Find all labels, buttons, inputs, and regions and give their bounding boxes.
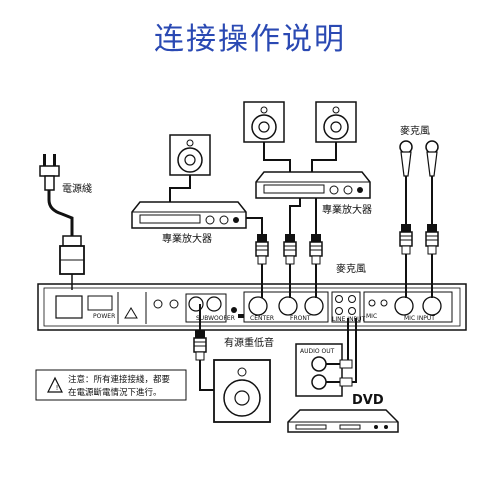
line-in-jack[interactable] — [348, 307, 356, 315]
power-socket[interactable] — [55, 295, 83, 319]
knob[interactable] — [169, 299, 179, 309]
speaker-top-right — [315, 101, 357, 143]
warning-line2: 在電源斷電情況下進行。 — [68, 387, 162, 398]
dvd-label: DVD — [352, 393, 384, 408]
audio-out-label: AUDIO OUT — [300, 348, 335, 355]
mic1-input-jack[interactable] — [394, 296, 414, 316]
pro-amp-right-label: 專業放大器 — [322, 203, 372, 216]
xlr-plug-front-left — [309, 233, 323, 265]
pro-amp-left-label: 專業放大器 — [162, 232, 212, 245]
line-in-jack[interactable] — [335, 307, 343, 315]
warning-box: ! 注意：所有連接接綫，都要 在電源斷電情況下進行。 — [35, 369, 187, 401]
mic-label-mid: 麥克風 — [336, 262, 366, 275]
speaker-top-left — [243, 101, 285, 143]
audio-out-jack-r[interactable] — [311, 374, 327, 390]
xlr-plug-front-right — [283, 233, 297, 265]
active-subwoofer — [213, 359, 271, 423]
pro-amplifier-left — [131, 201, 247, 229]
microphone-2 — [425, 140, 439, 224]
sub-jack[interactable] — [206, 296, 222, 312]
xlr-plug-center — [255, 233, 269, 265]
center-label: CENTER — [250, 315, 274, 322]
mic-label-top: 麥克風 — [400, 124, 430, 137]
microphone-1 — [399, 140, 413, 224]
mic-label: MIC — [366, 313, 377, 320]
mic2-xlr-plug — [425, 223, 439, 255]
svg-text:!: ! — [56, 384, 59, 392]
speaker-left — [169, 134, 211, 176]
power-cord — [39, 154, 85, 290]
warning-icon — [47, 376, 63, 393]
subwoofer-xlr-plug — [193, 329, 207, 361]
audio-out-jack-l[interactable] — [311, 356, 327, 372]
mic1-xlr-plug — [399, 223, 413, 255]
page-title: 连接操作说明 — [154, 22, 346, 57]
subwoofer-out-label: SUBWOOFER — [196, 315, 235, 322]
line-in-jack[interactable] — [348, 295, 356, 303]
front-left-out-jack[interactable] — [304, 296, 324, 316]
audio-out-panel: AUDIO OUT — [295, 343, 343, 397]
knob[interactable] — [153, 299, 163, 309]
front-right-out-jack[interactable] — [278, 296, 298, 316]
center-out-jack[interactable] — [248, 296, 268, 316]
karaoke-mixer-panel: POWER SUBWOOFER CENTER FRONT LINE INPUT … — [37, 283, 467, 331]
mic2-input-jack[interactable] — [422, 296, 442, 316]
mic-input-label: MIC INPUT — [404, 315, 435, 322]
pro-amplifier-right — [255, 171, 371, 199]
subwoofer-label: 有源重低音 — [224, 336, 274, 349]
dvd-player — [287, 409, 399, 433]
power-cord-label: 電源綫 — [62, 182, 92, 195]
warning-line1: 注意：所有連接接綫，都要 — [68, 374, 171, 385]
front-label: FRONT — [290, 315, 311, 322]
power-switch[interactable] — [87, 295, 113, 311]
line-in-jack[interactable] — [335, 295, 343, 303]
power-label: POWER — [93, 313, 115, 320]
